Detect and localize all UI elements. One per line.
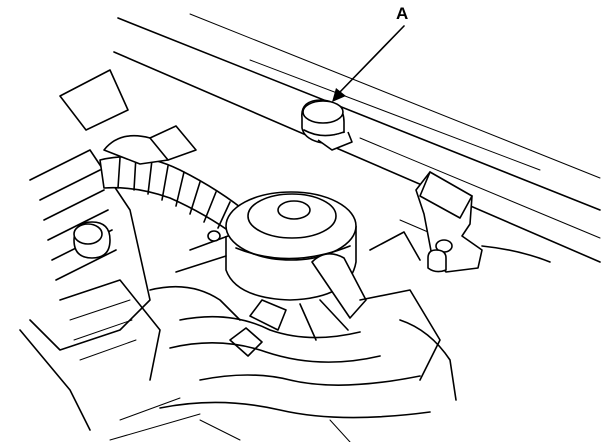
regulator-body <box>225 191 367 341</box>
callout-leader-a <box>332 25 405 102</box>
fuel-rail <box>113 13 601 263</box>
callout-label-a: A <box>396 4 409 23</box>
intake-housing <box>19 69 161 431</box>
mounting-bracket <box>415 171 551 273</box>
vacuum-lines <box>109 230 457 443</box>
fuel-pressure-regulator-cap <box>301 99 353 151</box>
corrugated-hose <box>99 125 251 237</box>
